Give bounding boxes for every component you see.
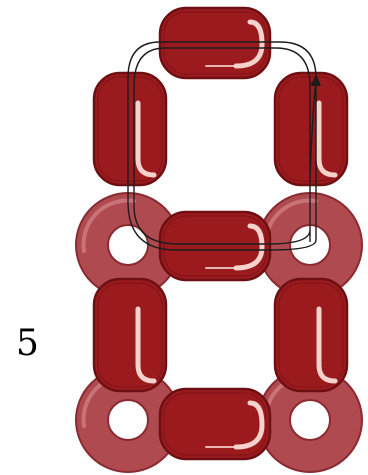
segment-top bbox=[160, 8, 270, 78]
segment-upper-left bbox=[94, 73, 166, 185]
segment-lower-left bbox=[94, 279, 166, 391]
segment-lower-right bbox=[275, 279, 347, 391]
digit-label: 5 bbox=[16, 326, 52, 362]
segment-middle bbox=[160, 212, 270, 280]
segment-bottom bbox=[160, 389, 270, 459]
